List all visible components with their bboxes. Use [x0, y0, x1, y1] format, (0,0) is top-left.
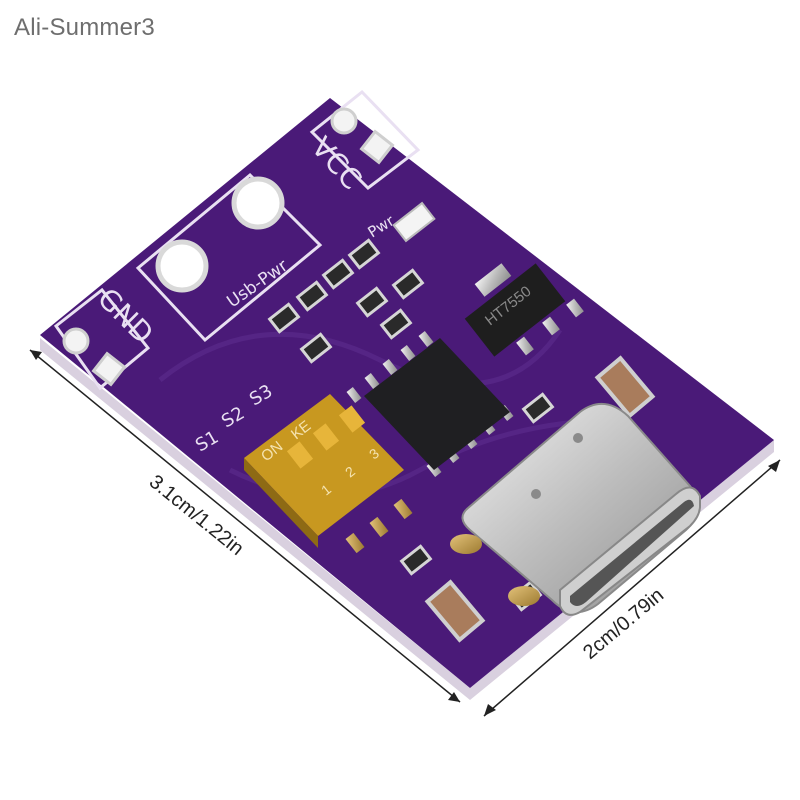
- voltage-regulator: [464, 263, 584, 357]
- usb-c-connector: [450, 403, 701, 616]
- dip-switch: [244, 394, 413, 554]
- capacitor-bottom: [424, 579, 486, 643]
- gnd-pads: [53, 287, 151, 391]
- watermark-text: Ali-Summer3: [14, 14, 155, 41]
- capacitor-top: [594, 355, 656, 419]
- ic-chip: [346, 331, 514, 477]
- width-dimension: [483, 459, 781, 717]
- length-dimension: [29, 349, 461, 703]
- vcc-pads: [309, 89, 421, 190]
- power-led: [392, 201, 436, 243]
- usb-pwr-holes: [135, 172, 323, 343]
